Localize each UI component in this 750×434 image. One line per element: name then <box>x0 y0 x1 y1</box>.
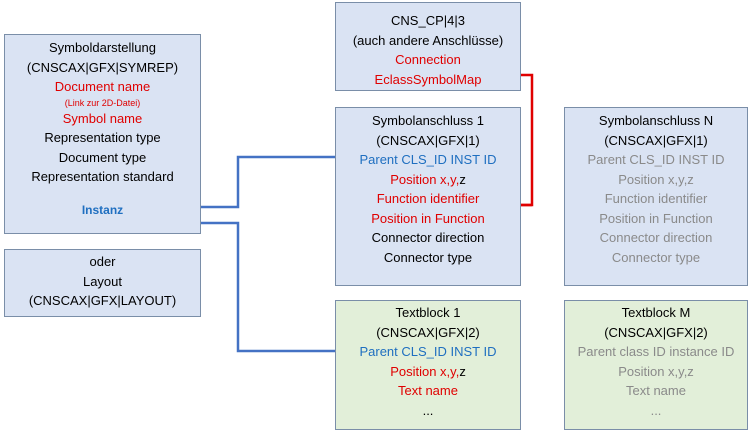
anschluss1-parent: Parent CLS_ID INST ID <box>359 152 497 167</box>
textblock1-title: Textblock 1 <box>395 305 461 320</box>
textblock1-parent: Parent CLS_ID INST ID <box>359 344 497 359</box>
symbolanschluss-n-box: Symbolanschluss N (CNSCAX|GFX|1) Parent … <box>564 107 748 286</box>
representation-standard: Representation standard <box>31 169 174 184</box>
cns-cp-subtitle: (auch andere Anschlüsse) <box>352 32 504 48</box>
anschlussN-id: (CNSCAX|GFX|1) <box>604 132 708 148</box>
anschlussN-position-in-function: Position in Function <box>599 210 713 226</box>
textblockM-title: Textblock M <box>621 305 691 320</box>
anschlussN-parent: Parent CLS_ID INST ID <box>587 152 725 167</box>
textblockM-id: (CNSCAX|GFX|2) <box>604 324 708 340</box>
anschlussN-function-identifier: Function identifier <box>604 191 708 206</box>
symboldarstellung-id: (CNSCAX|GFX|SYMREP) <box>26 59 179 75</box>
document-type: Document type <box>58 149 147 165</box>
textblock1-position: Position x,y,z <box>390 363 466 379</box>
anschlussN-title: Symbolanschluss N <box>598 113 714 128</box>
textblock1-text-name: Text name <box>398 383 458 398</box>
instanz-label: Instanz <box>81 202 124 217</box>
representation-type: Representation type <box>44 130 161 145</box>
textblock-1-box: Textblock 1 (CNSCAX|GFX|2) Parent CLS_ID… <box>335 300 521 430</box>
textblock1-ellipsis: ... <box>422 402 434 418</box>
symbolanschluss-1-box: Symbolanschluss 1 (CNSCAX|GFX|1) Parent … <box>335 107 521 286</box>
cns-cp-connection: Connection <box>395 52 461 67</box>
anschluss1-function-identifier: Function identifier <box>376 191 480 206</box>
cns-cp-eclass: EclassSymbolMap <box>374 71 482 87</box>
textblock1-id: (CNSCAX|GFX|2) <box>376 324 480 340</box>
anschluss1-title: Symbolanschluss 1 <box>372 113 484 128</box>
anschluss1-id: (CNSCAX|GFX|1) <box>376 132 480 148</box>
symboldarstellung-box: Symboldarstellung (CNSCAX|GFX|SYMREP) Do… <box>4 34 201 234</box>
anschlussN-connector-type: Connector type <box>611 249 701 265</box>
textblock-m-box: Textblock M (CNSCAX|GFX|2) Parent class … <box>564 300 748 430</box>
symboldarstellung-title: Symboldarstellung <box>49 40 156 55</box>
cns-cp-box: CNS_CP|4|3 (auch andere Anschlüsse) Conn… <box>335 2 521 91</box>
textblockM-parent: Parent class ID instance ID <box>577 344 735 359</box>
anschluss1-connector-direction: Connector direction <box>371 230 485 245</box>
layout-title: Layout <box>82 273 123 289</box>
textblockM-ellipsis: ... <box>650 402 662 418</box>
anschlussN-connector-direction: Connector direction <box>599 230 713 245</box>
layout-box: oder Layout (CNSCAX|GFX|LAYOUT) <box>4 249 201 317</box>
cns-cp-title: CNS_CP|4|3 <box>391 13 465 28</box>
textblockM-position: Position x,y,z <box>618 363 694 379</box>
anschlussN-position: Position x,y,z <box>618 171 694 187</box>
anschluss1-position-in-function: Position in Function <box>371 210 485 226</box>
layout-oder: oder <box>89 254 116 269</box>
layout-id: (CNSCAX|GFX|LAYOUT) <box>28 293 177 308</box>
document-note: (Link zur 2D-Datei) <box>64 97 141 108</box>
document-name: Document name <box>54 79 151 94</box>
anschluss1-position: Position x,y,z <box>390 171 466 187</box>
anschluss1-connector-type: Connector type <box>383 249 473 265</box>
textblockM-text-name: Text name <box>626 383 686 398</box>
symbol-name: Symbol name <box>62 110 143 126</box>
